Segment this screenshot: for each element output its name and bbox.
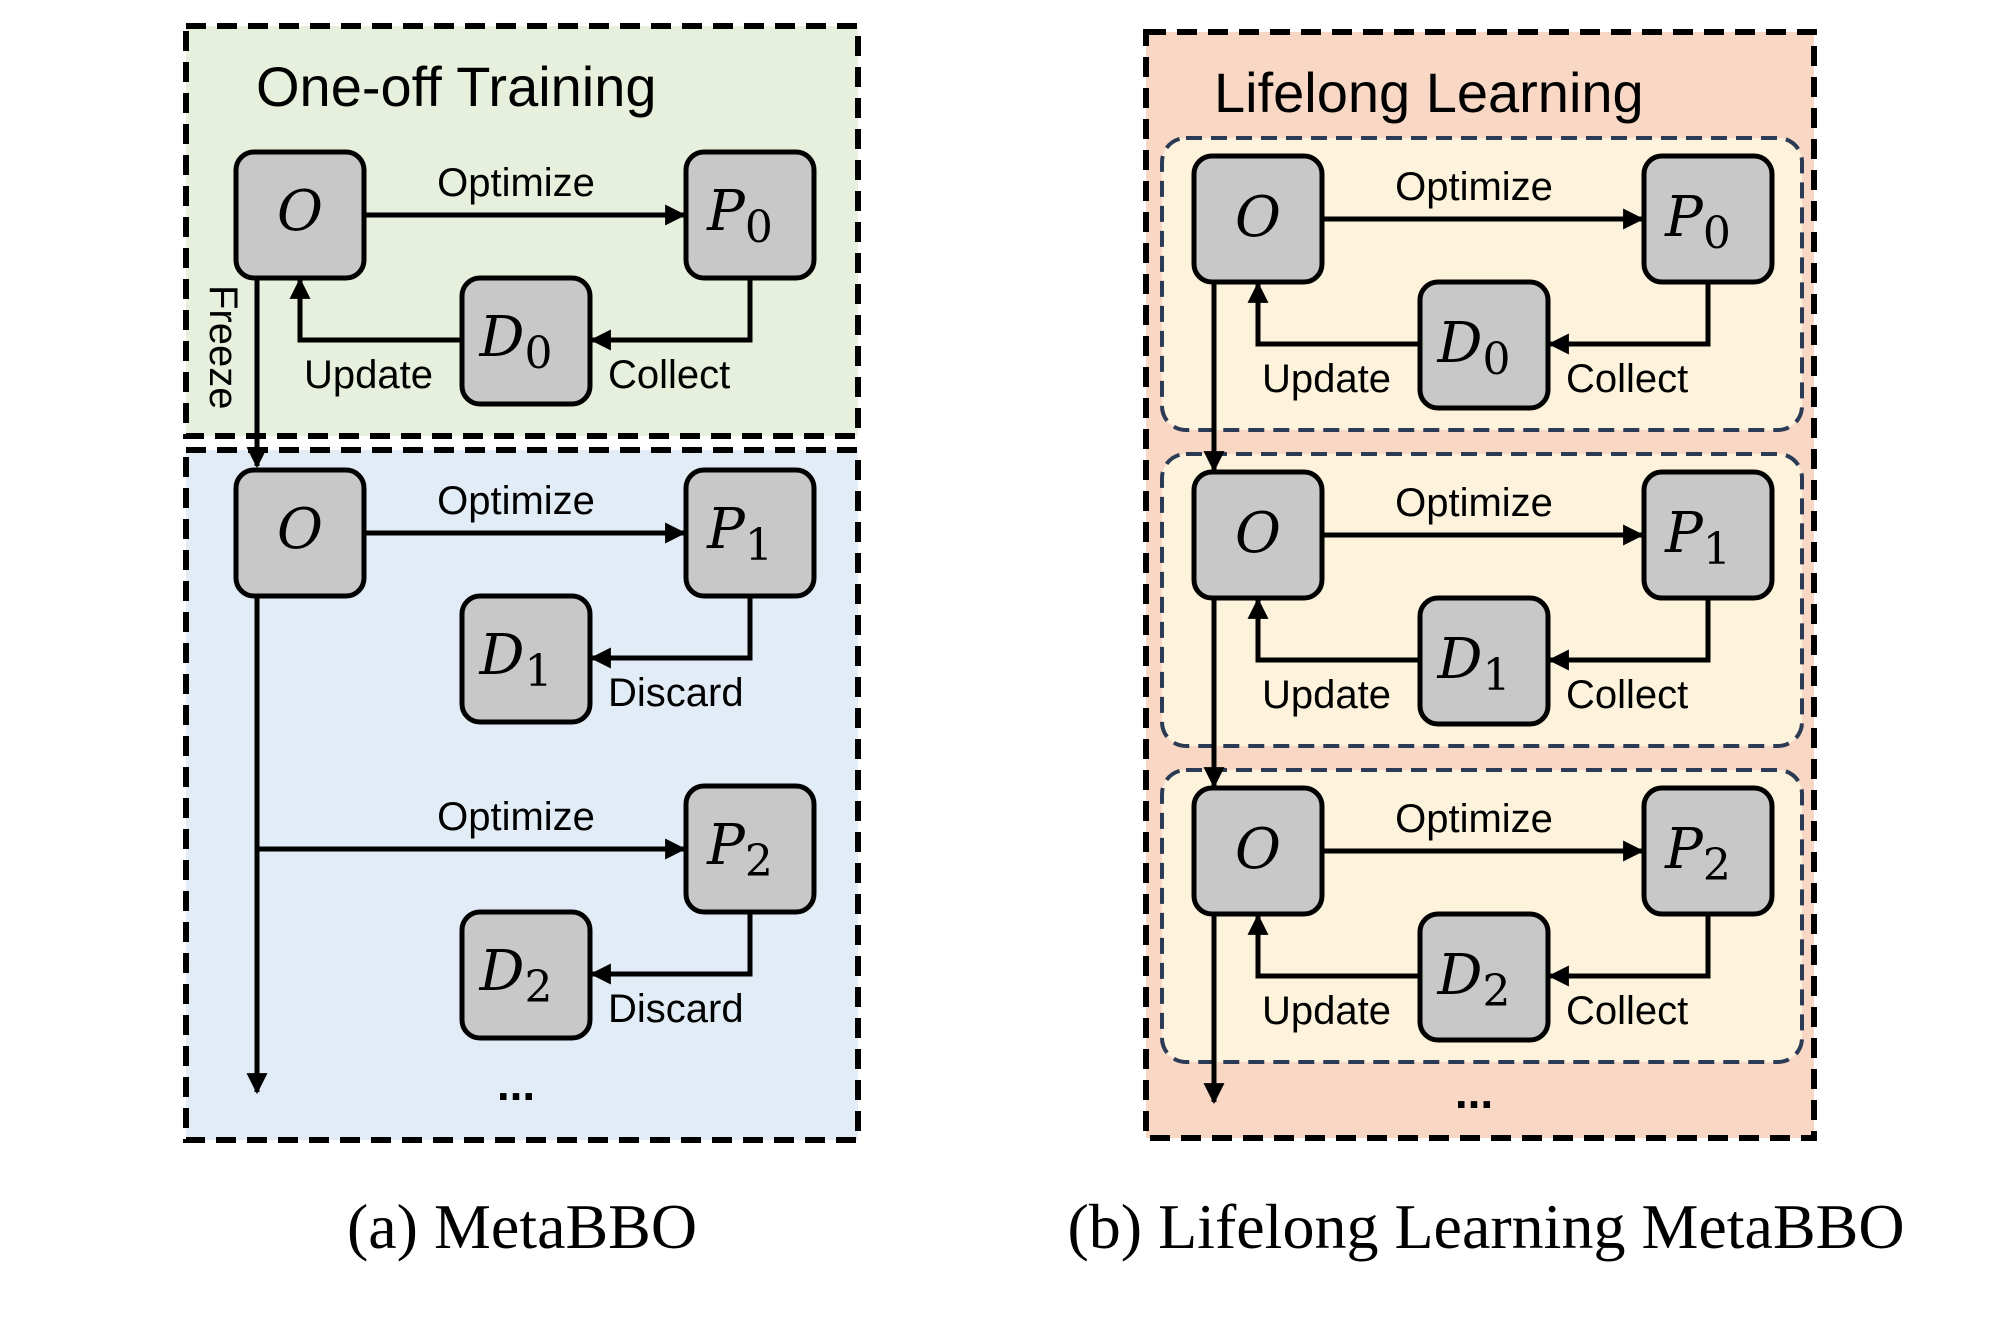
collect-label: Collect bbox=[1566, 357, 1688, 401]
optimize-label: Optimize bbox=[1395, 797, 1553, 841]
update-label: Update bbox=[1262, 989, 1391, 1033]
update-arrow bbox=[1247, 597, 1420, 663]
data-node-1-label: D1 bbox=[479, 623, 553, 697]
ellipsis: ... bbox=[1455, 1066, 1493, 1118]
data-node-2-label: D2 bbox=[1437, 943, 1511, 1017]
update-label: Update bbox=[304, 353, 433, 397]
lifelong-title: Lifelong Learning bbox=[1214, 61, 1644, 124]
problem-node-0-label: P0 bbox=[1664, 185, 1731, 259]
problem-node-2-label: P2 bbox=[1664, 817, 1731, 891]
discard-arrow-2 bbox=[589, 912, 753, 985]
collect-label: Collect bbox=[1566, 673, 1688, 717]
data-node-0-label: D0 bbox=[479, 305, 553, 379]
update-arrow bbox=[1247, 281, 1420, 347]
panel-b: Lifelong Learning O P0 D0 Optimize Colle… bbox=[1067, 29, 1905, 1262]
stage-0: O P0 D0 Optimize Collect Update bbox=[1160, 136, 1804, 432]
update-label: Update bbox=[1262, 673, 1391, 717]
caption-b: (b) Lifelong Learning MetaBBO bbox=[1067, 1191, 1904, 1262]
problem-node-1-label: P1 bbox=[1664, 501, 1731, 575]
caption-a: (a) MetaBBO bbox=[347, 1191, 697, 1262]
data-node-0-label: D0 bbox=[1437, 311, 1511, 385]
collect-label: Collect bbox=[1566, 989, 1688, 1033]
problem-node-2-label: P2 bbox=[706, 813, 773, 887]
optimize-label-2: Optimize bbox=[437, 795, 595, 839]
training-title: One-off Training bbox=[256, 55, 657, 118]
problem-node-1-label: P1 bbox=[706, 497, 773, 571]
optimize-label: Optimize bbox=[1395, 165, 1553, 209]
update-arrow bbox=[289, 277, 462, 343]
discard-arrow-1 bbox=[589, 596, 753, 669]
optimizer-node-label: O bbox=[277, 179, 323, 244]
optimize-label-1: Optimize bbox=[437, 479, 595, 523]
optimize-label: Optimize bbox=[1395, 481, 1553, 525]
optimizer-node-label: O bbox=[1235, 185, 1281, 250]
optimizer-node-label: O bbox=[1235, 817, 1281, 882]
data-node-1-label: D1 bbox=[1437, 627, 1511, 701]
discard-label-1: Discard bbox=[608, 671, 744, 715]
panel-a: One-off Training O P0 D0 Optimize Collec… bbox=[183, 23, 861, 1262]
collect-arrow bbox=[1547, 598, 1711, 671]
collect-arrow bbox=[589, 278, 753, 351]
stage-1: O P1 D1 Optimize Collect Update bbox=[1160, 452, 1804, 748]
data-node-2-label: D2 bbox=[479, 939, 553, 1013]
stage-2: O P2 D2 Optimize Collect Update bbox=[1160, 768, 1804, 1064]
update-label: Update bbox=[1262, 357, 1391, 401]
collect-arrow bbox=[1547, 914, 1711, 987]
update-arrow bbox=[1247, 913, 1420, 979]
collect-label: Collect bbox=[608, 353, 730, 397]
ellipsis: ... bbox=[497, 1058, 535, 1110]
collect-arrow bbox=[1547, 282, 1711, 355]
frozen-optimizer-node-label: O bbox=[277, 497, 323, 562]
problem-node-0-label: P0 bbox=[706, 179, 773, 253]
discard-label-2: Discard bbox=[608, 987, 744, 1031]
freeze-label: Freeze bbox=[201, 285, 245, 410]
optimize-label: Optimize bbox=[437, 161, 595, 205]
optimizer-node-label: O bbox=[1235, 501, 1281, 566]
